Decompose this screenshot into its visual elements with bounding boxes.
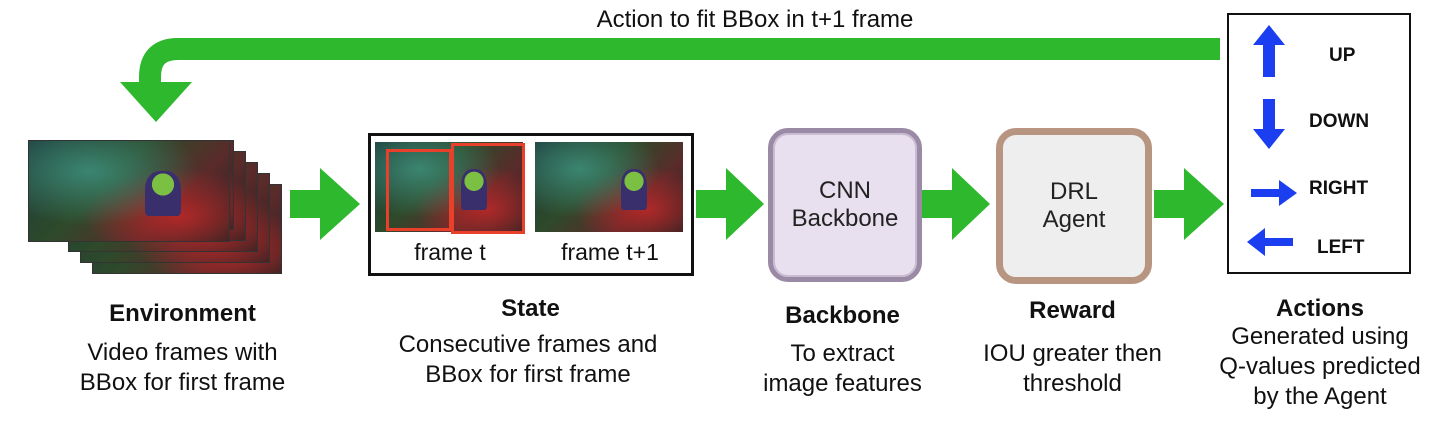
flow-arrow-state-to-backbone: [696, 168, 764, 240]
drl-box-line: DRL: [1049, 178, 1098, 205]
reward-description: IOU greater then threshold: [955, 339, 1190, 399]
action-label-left: LEFT: [1317, 237, 1365, 258]
backbone-description: To extract image features: [730, 339, 955, 399]
actions-box: UP DOWN RIGHT LEFT: [1227, 13, 1411, 274]
state-title: State: [501, 295, 560, 322]
video-frame: [28, 140, 230, 242]
state-description: Consecutive frames and BBox for first fr…: [378, 330, 678, 390]
state-desc-line: Consecutive frames and: [398, 331, 658, 358]
state-box: frame t frame t+1: [368, 133, 694, 276]
actions-desc-line: Q-values predicted: [1219, 353, 1421, 380]
action-label-down: DOWN: [1309, 111, 1370, 132]
action-label-up: UP: [1329, 45, 1356, 66]
actions-desc-line: by the Agent: [1253, 383, 1387, 410]
arrow-left-icon: [1247, 228, 1293, 256]
state-frame-t1: [535, 142, 683, 232]
arrow-right-icon: [1251, 180, 1297, 206]
frame-t-label: frame t: [414, 239, 486, 265]
reward-title: Reward: [1029, 297, 1116, 324]
actions-desc-line: Generated using: [1231, 323, 1409, 350]
flow-arrow-agent-to-actions: [1154, 168, 1224, 240]
drl-agent-box: DRL Agent: [996, 128, 1152, 284]
flow-arrow-backbone-to-agent: [922, 168, 990, 240]
state-desc-line: BBox for first frame: [425, 361, 631, 388]
actions-title: Actions: [1275, 295, 1364, 322]
environment-title: Environment: [109, 300, 256, 327]
environment-description: Video frames with BBox for first frame: [50, 338, 315, 398]
environment-desc-line: Video frames with: [87, 339, 278, 366]
actions-description: Generated using Q-values predicted by th…: [1200, 322, 1440, 412]
drl-box-line: Agent: [1042, 206, 1106, 233]
frame-t1-label: frame t+1: [561, 239, 659, 265]
environment-desc-line: BBox for first frame: [79, 369, 286, 396]
action-label-right: RIGHT: [1309, 178, 1369, 199]
feedback-arrow: [120, 38, 1220, 122]
bbox-right: [451, 143, 525, 234]
arrow-down-icon: [1253, 99, 1285, 149]
feedback-arrow-label: Action to fit BBox in t+1 frame: [596, 6, 914, 33]
arrow-up-icon: [1253, 25, 1285, 77]
cnn-box-line: Backbone: [791, 205, 899, 232]
flow-arrow-env-to-state: [290, 168, 360, 240]
cnn-backbone-box: CNN Backbone: [768, 128, 922, 282]
reward-desc-line: threshold: [1023, 370, 1122, 397]
backbone-title: Backbone: [785, 302, 900, 329]
backbone-desc-line: image features: [763, 370, 922, 397]
cnn-box-line: CNN: [819, 177, 871, 204]
backbone-desc-line: To extract: [790, 340, 895, 367]
bbox-left: [386, 149, 452, 231]
reward-desc-line: IOU greater then: [983, 340, 1162, 367]
